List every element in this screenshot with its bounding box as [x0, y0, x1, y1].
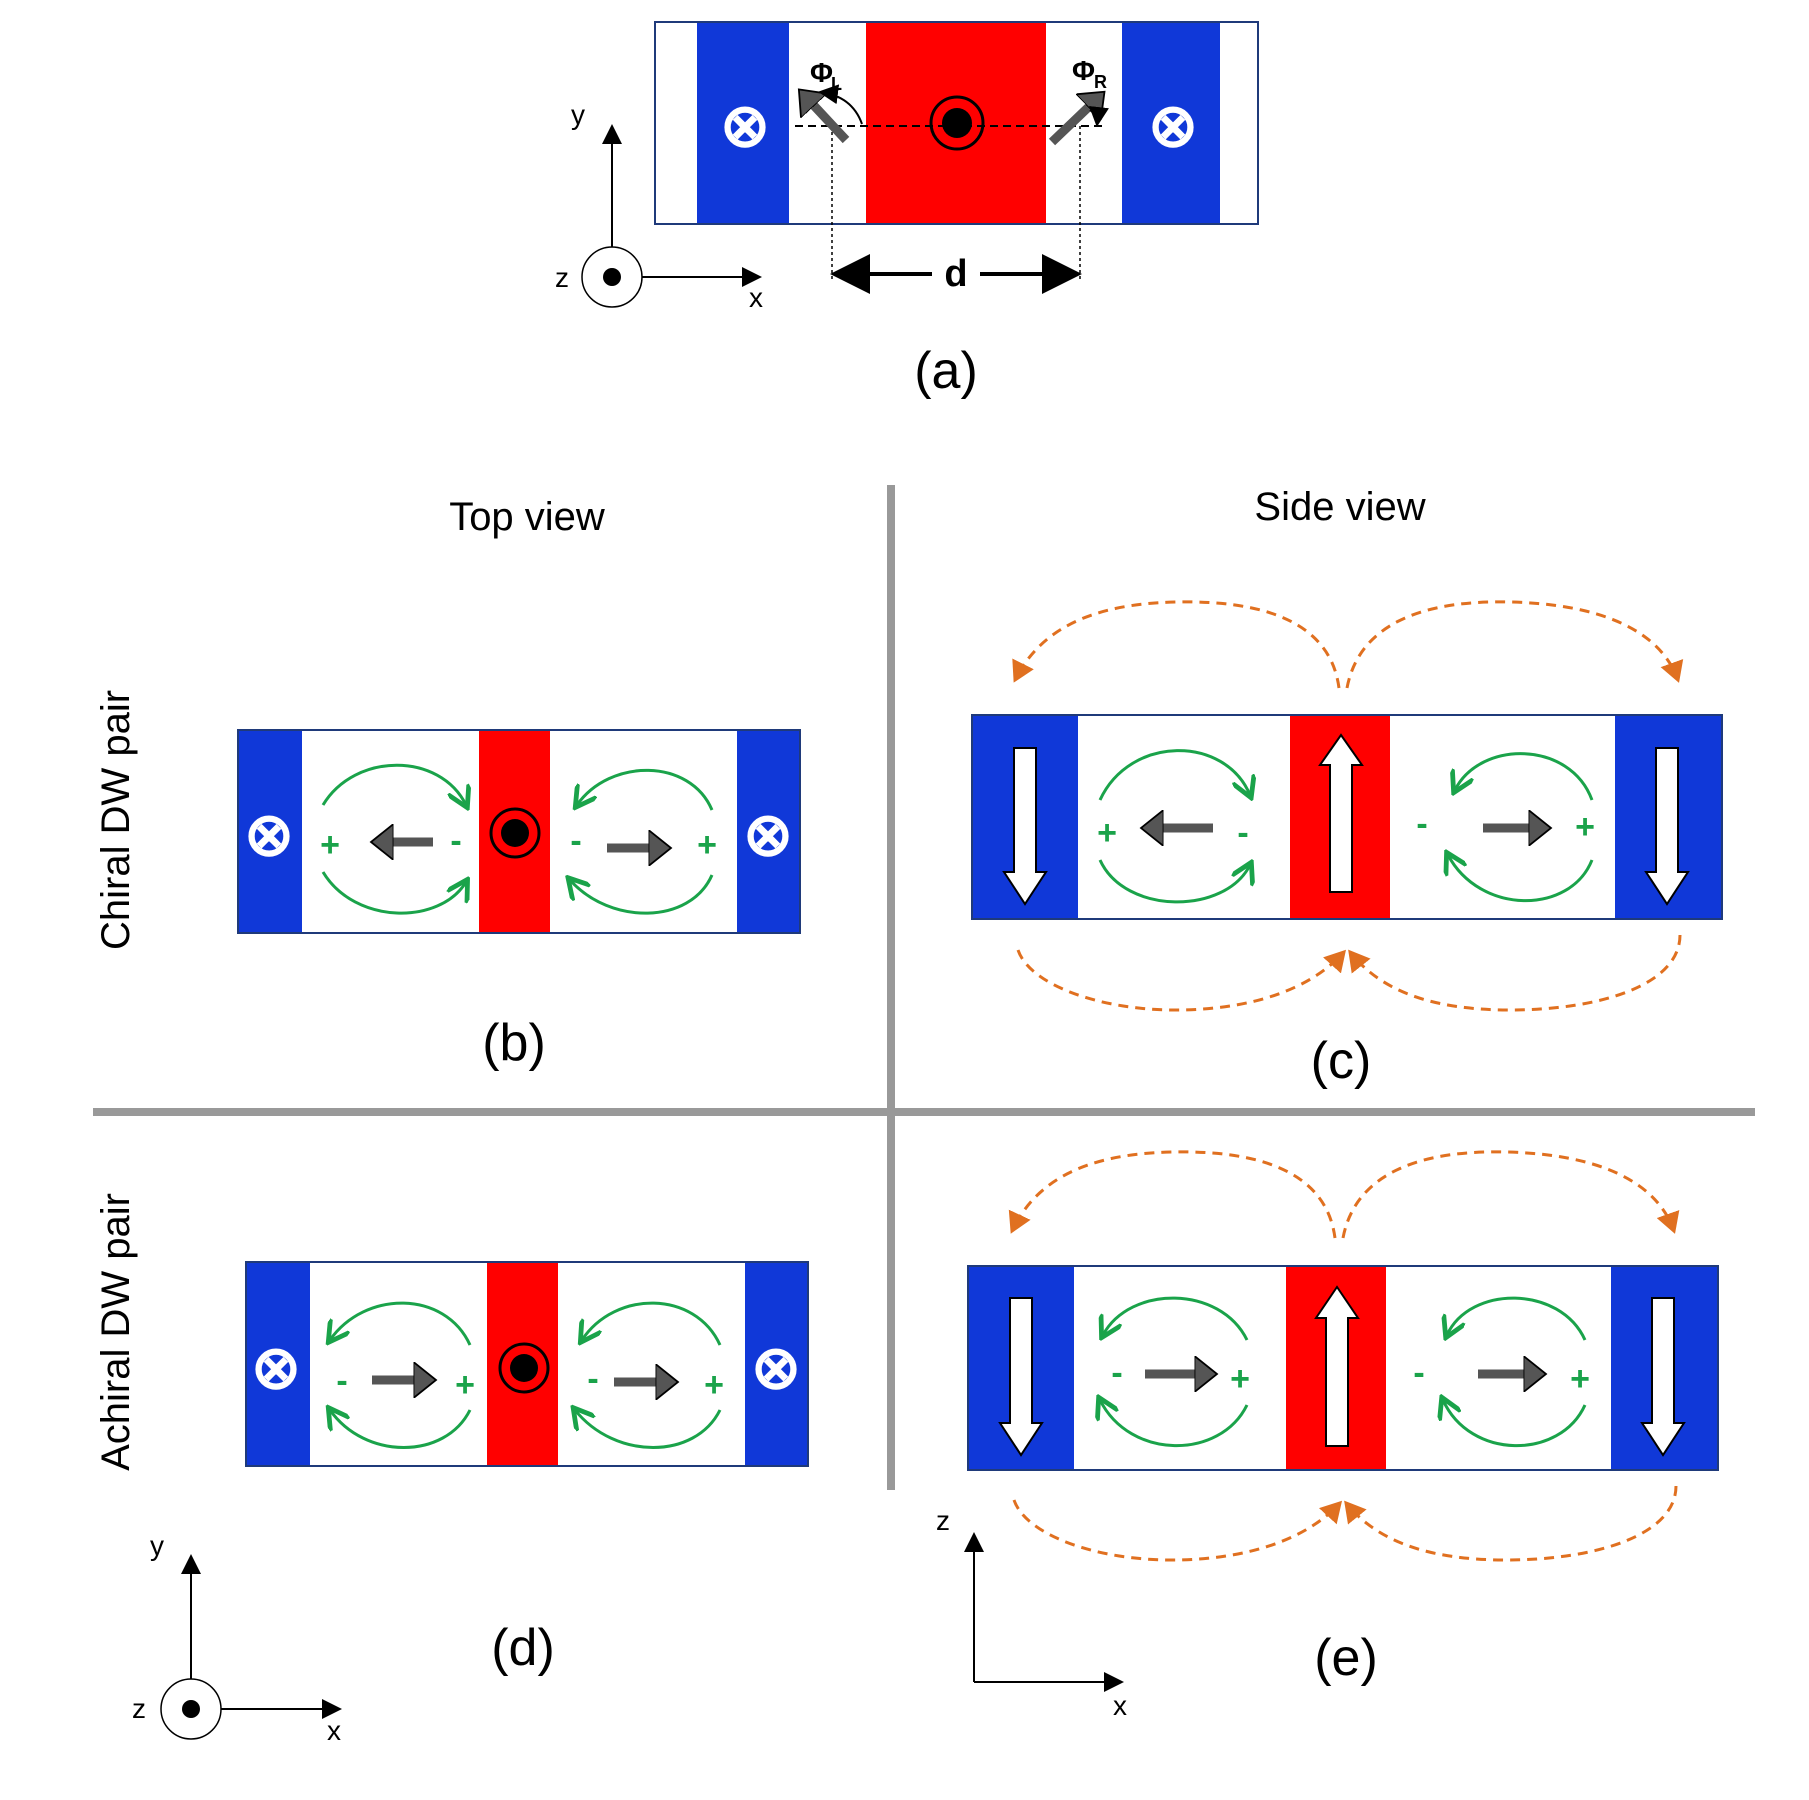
column-header-top-view: Top view	[449, 495, 605, 539]
axis-y-label: y	[150, 1530, 164, 1561]
domain-blue-left	[238, 730, 302, 933]
charge-sign: -	[570, 822, 581, 860]
panel-d: ⊗ ⊗ - + - + (d)	[245, 1261, 809, 1677]
domain-blue-right	[737, 730, 800, 933]
stray-field-loop	[577, 768, 714, 810]
charge-sign: +	[697, 826, 717, 864]
arrow-down-white	[1002, 747, 1048, 906]
axis-z-label: z	[555, 262, 569, 293]
external-field-line	[1012, 600, 1341, 689]
into-page-icon: ⊗	[1148, 92, 1198, 159]
distance-label: d	[944, 253, 967, 295]
stray-field-loop	[582, 1301, 722, 1345]
axis-y-label: y	[571, 99, 585, 130]
stray-field-loop	[1098, 749, 1250, 800]
angle-arc-left	[818, 84, 863, 125]
angle-arc-right	[1089, 106, 1109, 127]
into-page-icon: ⊗	[244, 801, 294, 868]
charge-sign: +	[704, 1366, 724, 1404]
into-page-icon: ⊗	[743, 801, 793, 868]
charge-sign: -	[1237, 814, 1248, 852]
external-field-line	[1344, 1485, 1678, 1562]
charge-sign: +	[1570, 1360, 1590, 1398]
domain-blue-right	[1122, 22, 1220, 224]
into-page-icon: ⊗	[251, 1334, 301, 1401]
stray-field-loop	[1103, 1296, 1249, 1340]
charge-sign: +	[1097, 814, 1117, 852]
charge-sign: -	[1413, 1354, 1424, 1392]
domain-blue-left	[246, 1262, 310, 1466]
external-field-line	[1012, 1499, 1343, 1562]
stray-field-loop	[1455, 752, 1594, 801]
external-field-line	[1348, 934, 1682, 1012]
stray-field-loop	[575, 1410, 722, 1449]
axes-side-view: z x	[936, 1505, 1127, 1721]
stray-field-loop	[330, 1301, 472, 1345]
axes-panel-a: y x z	[555, 99, 763, 313]
stray-field-loop	[321, 871, 466, 915]
charge-sign: +	[1230, 1360, 1250, 1398]
external-field-line	[1008, 1150, 1337, 1239]
panel-label: (c)	[1311, 1032, 1372, 1090]
panel-label: (b)	[482, 1014, 546, 1072]
arrow-up-white	[1318, 733, 1364, 893]
panel-e: - + - + (e)	[967, 1150, 1719, 1687]
charge-sign: +	[320, 826, 340, 864]
stray-field-loop	[1100, 1400, 1249, 1448]
external-field-line	[1016, 949, 1347, 1012]
stray-field-loop	[570, 875, 714, 915]
out-of-page-icon	[489, 807, 541, 859]
stray-field-loop	[1447, 1296, 1587, 1340]
charge-sign: +	[1575, 808, 1595, 846]
axes-top-view: y x z	[132, 1530, 342, 1746]
domain-blue-left	[697, 22, 789, 224]
magnetization-arrow-right-dw	[1048, 98, 1098, 146]
panel-label: (d)	[491, 1619, 555, 1677]
into-page-icon: ⊗	[720, 92, 770, 159]
phi-left-subscript: L	[831, 74, 842, 94]
column-header-side-view: Side view	[1254, 485, 1425, 529]
magnetization-arrow-left-dw	[805, 96, 850, 144]
arrow-down-white	[1640, 1297, 1686, 1457]
stray-field-loop	[1443, 1400, 1587, 1448]
panel-b: ⊗ ⊗ + - - + (b)	[237, 729, 801, 1072]
panel-label: (e)	[1314, 1629, 1378, 1687]
domain-blue-right	[745, 1262, 808, 1466]
charge-sign: -	[1111, 1354, 1122, 1392]
stray-field-loop	[321, 763, 466, 805]
external-field-line	[1341, 1150, 1680, 1239]
out-of-page-icon	[929, 95, 985, 151]
axis-z-label: z	[936, 1505, 950, 1536]
phi-left-label: Φ	[810, 57, 833, 88]
charge-sign: -	[1416, 805, 1427, 843]
charge-sign: -	[336, 1362, 347, 1400]
external-field-line	[1345, 600, 1684, 689]
row-label-chiral: Chiral DW pair	[94, 690, 138, 950]
into-page-icon: ⊗	[751, 1334, 801, 1401]
charge-sign: +	[455, 1366, 475, 1404]
out-of-page-icon	[498, 1342, 550, 1394]
stray-field-loop	[1448, 855, 1594, 903]
stray-field-loop	[330, 1410, 472, 1449]
row-label-achiral: Achiral DW pair	[94, 1193, 138, 1471]
stray-field-loop	[1098, 860, 1250, 904]
charge-sign: -	[450, 822, 461, 860]
arrow-down-white	[998, 1297, 1044, 1457]
axis-z-label: z	[132, 1693, 146, 1724]
panel-label: (a)	[914, 342, 978, 400]
phi-right-label: Φ	[1072, 55, 1095, 86]
charge-sign: -	[587, 1360, 598, 1398]
arrow-down-white	[1644, 747, 1690, 906]
panel-c: + - - + (c)	[971, 600, 1723, 1090]
phi-right-subscript: R	[1094, 72, 1107, 92]
axis-x-label: x	[327, 1715, 341, 1746]
panel-a: ⊗ ⊗ Φ L Φ R d y x z (a)	[555, 21, 1259, 400]
arrow-up-white	[1314, 1285, 1360, 1447]
axis-x-label: x	[749, 282, 763, 313]
axis-x-label: x	[1113, 1690, 1127, 1721]
